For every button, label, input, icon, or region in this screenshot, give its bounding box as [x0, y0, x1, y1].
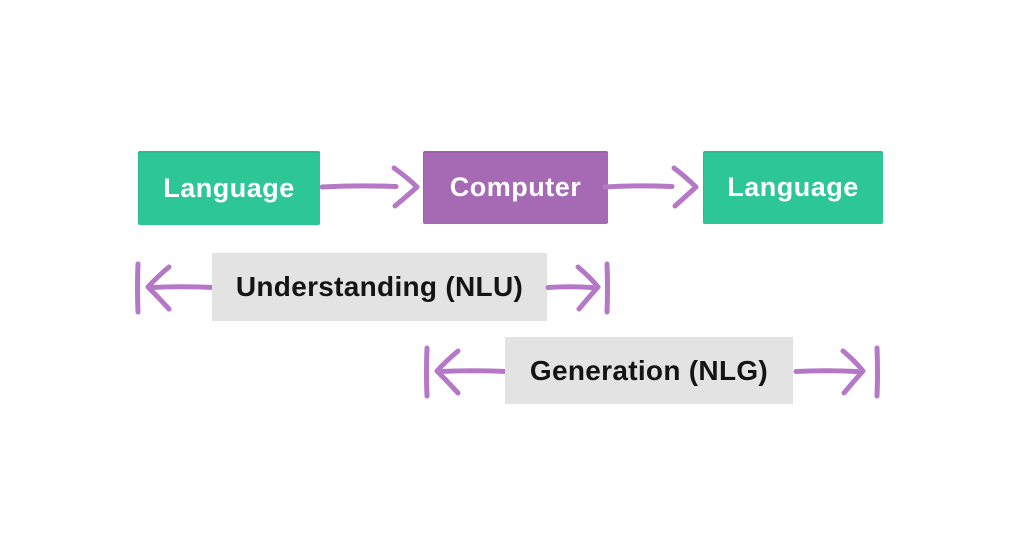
computer-label: Computer — [449, 172, 582, 202]
nlg-span-label: Generation (NLG) — [505, 337, 793, 404]
nlg-text: Generation (NLG) — [529, 354, 769, 386]
arrow-right-bar-icon — [545, 261, 610, 315]
computer-box: Computer — [423, 151, 608, 224]
arrow-right-icon — [602, 165, 699, 209]
language-input-box: Language — [138, 151, 320, 225]
language-output-label: Language — [727, 172, 859, 202]
arrow-right-bar-icon — [793, 345, 880, 399]
nlu-span-label: Understanding (NLU) — [212, 253, 547, 321]
nlu-text: Understanding (NLU) — [235, 271, 524, 302]
arrow-left-bar-icon — [135, 261, 217, 315]
language-input-label: Language — [163, 172, 295, 203]
arrow-left-bar-icon — [424, 345, 510, 399]
arrow-right-icon — [319, 165, 420, 209]
language-output-box: Language — [703, 151, 883, 224]
